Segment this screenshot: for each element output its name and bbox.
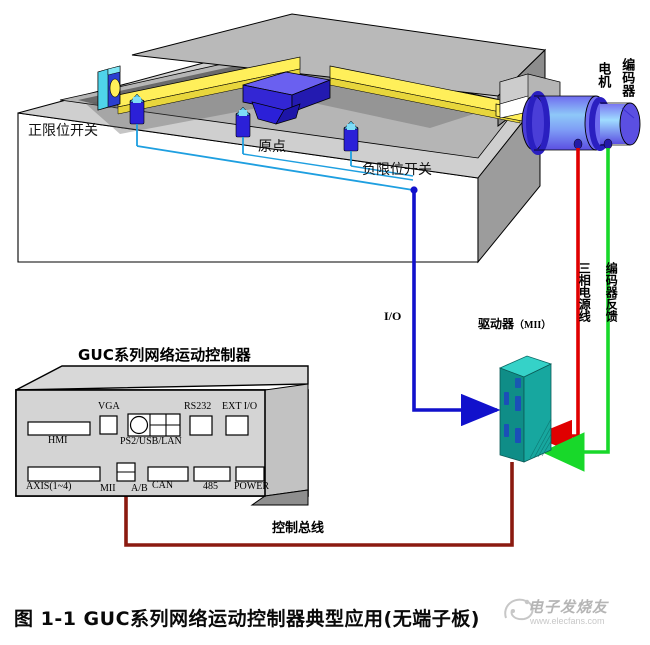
port-rs232 [189, 415, 213, 436]
lead-screw [117, 56, 549, 127]
port-label-can: CAN [152, 480, 174, 491]
port-label-ps2-usb-lan: PS2/USB/LAN [120, 436, 182, 447]
home-switch [235, 106, 251, 138]
controller-title: GUC系列网络运动控制器 [78, 346, 251, 364]
port-hmi [27, 421, 91, 436]
label-negative-limit-switch: 负限位开关 [362, 162, 432, 178]
port-label-vga: VGA [98, 401, 120, 412]
bearing-block-left [97, 65, 121, 111]
port-ext-io [225, 415, 249, 436]
label-three-phase-power: 三相电源线 [577, 262, 592, 322]
port-label-power: POWER [234, 481, 269, 492]
figure-caption: 图 1-1 GUC系列网络运动控制器典型应用(无端子板) [14, 608, 480, 630]
control-bus-cable [124, 462, 514, 547]
sensor-wiring [136, 124, 414, 191]
label-driver-cn: 驱动器 [478, 317, 515, 331]
driver-box [498, 355, 553, 463]
label-driver: 驱动器（MII） [478, 318, 551, 331]
label-encoder-feedback: 编码器反馈 [604, 262, 619, 322]
limit-switch-negative [343, 120, 359, 152]
port-label-ext-io: EXT I/O [222, 401, 258, 412]
port-485 [193, 466, 231, 482]
port-label-ab: A/B [131, 483, 148, 494]
port-can [147, 466, 189, 482]
label-origin-point: 原点 [258, 139, 286, 155]
port-label-axis: AXIS(1~4) [26, 481, 72, 492]
port-axis [27, 466, 101, 482]
port-vga [99, 415, 118, 435]
motor-assembly [499, 73, 641, 155]
driver-port [504, 392, 509, 405]
label-io-cable: I/O [384, 309, 402, 323]
label-positive-limit-switch: 正限位开关 [28, 123, 98, 139]
label-encoder: 编码器 [619, 58, 635, 97]
port-power [235, 466, 265, 482]
port-label-mii: MII [100, 483, 116, 494]
label-motor: 电机 [595, 62, 611, 88]
encoder-feedback-cable [541, 148, 610, 472]
label-driver-model: （MII） [514, 320, 552, 331]
limit-switch-positive [129, 93, 145, 125]
carriage-slider [242, 71, 332, 125]
io-cable [412, 190, 501, 427]
port-label-hmi: HMI [48, 435, 68, 446]
label-control-bus: 控制总线 [272, 521, 325, 536]
port-label-rs232: RS232 [184, 401, 212, 412]
controller-box [15, 365, 309, 506]
port-label-485: 485 [203, 481, 218, 492]
